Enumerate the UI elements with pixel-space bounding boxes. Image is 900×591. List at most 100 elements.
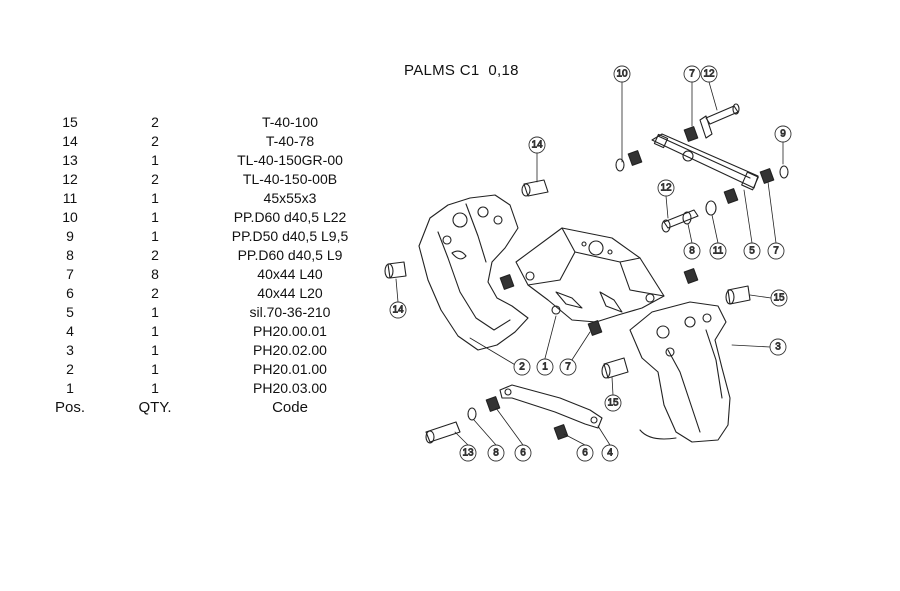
bom-pos: 8 (66, 247, 74, 263)
bom-pos: 4 (66, 323, 74, 339)
bom-qty: 1 (151, 209, 159, 225)
bom-code: PH20.03.00 (253, 380, 327, 396)
bom-code: T-40-78 (265, 133, 315, 149)
callout-label: 7 (565, 362, 571, 373)
callout-bubble: 11 (709, 242, 727, 260)
callout-label: 3 (775, 342, 781, 353)
bom-code: PP.D60 d40,5 L22 (233, 209, 347, 225)
callout-bubble: 5 (743, 242, 761, 260)
bom-code: 45x55x3 (263, 190, 317, 206)
washers (467, 158, 789, 421)
bom-qty: 2 (151, 133, 159, 149)
bom-row: 15 2 T-40-100 (0, 114, 400, 132)
bom-qty: 1 (151, 152, 159, 168)
callout-bubble: 10 (613, 65, 631, 83)
callout-bubble: 6 (576, 444, 594, 462)
bom-row: 12 2 TL-40-150-00B (0, 171, 400, 189)
callout-label: 7 (689, 69, 695, 80)
bom-pos: 5 (66, 304, 74, 320)
bom-header-code: Code (272, 399, 308, 416)
callout-bubble: 14 (389, 301, 407, 319)
callout-label: 6 (520, 448, 526, 459)
left-jaw-part (418, 194, 529, 351)
cylinder-part (651, 115, 759, 191)
right-jaw-part (629, 301, 731, 443)
pin-14-left (384, 261, 407, 279)
callout-bubble: 12 (657, 179, 675, 197)
bom-row: 4 1 PH20.00.01 (0, 323, 400, 341)
callout-label: 14 (531, 140, 543, 151)
callout-label: 15 (607, 398, 619, 409)
bom-pos: 9 (66, 228, 74, 244)
bom-pos: 14 (62, 133, 78, 149)
callout-bubble: 1 (536, 358, 554, 376)
bom-qty: 2 (151, 285, 159, 301)
callout-bubble: 9 (774, 125, 792, 143)
callout-label: 6 (582, 448, 588, 459)
callout-label: 14 (392, 305, 404, 316)
callout-bubble: 7 (559, 358, 577, 376)
bom-code: T-40-100 (261, 114, 319, 130)
callout-bubble: 8 (487, 444, 505, 462)
callout-label: 7 (773, 246, 779, 257)
bom-pos: 11 (62, 190, 78, 206)
callout-bubble: 3 (769, 338, 787, 356)
bom-qty: 1 (151, 228, 159, 244)
callout-label: 10 (616, 69, 628, 80)
bom-code: PH20.01.00 (253, 361, 327, 377)
bom-pos: 6 (66, 285, 74, 301)
bom-qty: 1 (151, 323, 159, 339)
bom-pos: 7 (66, 266, 74, 282)
bom-qty: 2 (151, 171, 159, 187)
bom-qty: 1 (151, 304, 159, 320)
bom-code: TL-40-150-00B (242, 171, 338, 187)
pin-14-top (521, 179, 549, 197)
callout-label: 13 (462, 448, 474, 459)
bom-row: 1 1 PH20.03.00 (0, 380, 400, 398)
bom-row: 11 1 45x55x3 (0, 190, 400, 208)
bom-pos: 3 (66, 342, 74, 358)
bom-code: PH20.02.00 (253, 342, 327, 358)
link-bar-part (499, 384, 603, 429)
bom-row: 6 2 40x44 L20 (0, 285, 400, 303)
bom-row: 7 8 40x44 L40 (0, 266, 400, 284)
bom-qty: 1 (151, 380, 159, 396)
bom-pos: 13 (62, 152, 78, 168)
bom-code: PH20.00.01 (253, 323, 327, 339)
pin-15-mid (601, 357, 629, 379)
callout-label: 8 (493, 448, 499, 459)
bom-code: PP.D50 d40,5 L9,5 (231, 228, 349, 244)
central-bracket-part (515, 227, 665, 323)
callout-label: 5 (749, 246, 755, 257)
bom-row: 8 2 PP.D60 d40,5 L9 (0, 247, 400, 265)
drawing-title: PALMS C1 0,18 (404, 62, 519, 79)
bushings (485, 126, 775, 440)
callout-bubble: 6 (514, 444, 532, 462)
callout-bubble: 7 (683, 65, 701, 83)
bom-code: 40x44 L20 (257, 285, 323, 301)
bom-pos: 1 (66, 380, 74, 396)
callout-bubble: 15 (770, 289, 788, 307)
bom-qty: 1 (151, 342, 159, 358)
callout-label: 1 (542, 362, 548, 373)
bom-pos: 10 (62, 209, 78, 225)
bom-code: PP.D60 d40,5 L9 (237, 247, 343, 263)
bom-code: sil.70-36-210 (249, 304, 331, 320)
callout-label: 11 (713, 246, 724, 257)
bom-code: TL-40-150GR-00 (237, 152, 343, 168)
callouts: 10 7 12 14 9 12 8 11 5 7 14 15 2 1 7 3 1… (389, 65, 792, 462)
bom-row: 9 1 PP.D50 d40,5 L9,5 (0, 228, 400, 246)
bom-row: 5 1 sil.70-36-210 (0, 304, 400, 322)
bom-row: 13 1 TL-40-150GR-00 (0, 152, 400, 170)
bom-qty: 2 (151, 114, 159, 130)
callout-bubble: 15 (604, 394, 622, 412)
callout-bubble: 14 (528, 136, 546, 154)
bom-row: 14 2 T-40-78 (0, 133, 400, 151)
bom-header-pos: Pos. (54, 399, 85, 416)
callout-label: 2 (519, 362, 525, 373)
leader-lines (395, 81, 784, 446)
bom-qty: 1 (151, 361, 159, 377)
pin-13-bottom (425, 421, 461, 444)
callout-label: 12 (703, 69, 715, 80)
